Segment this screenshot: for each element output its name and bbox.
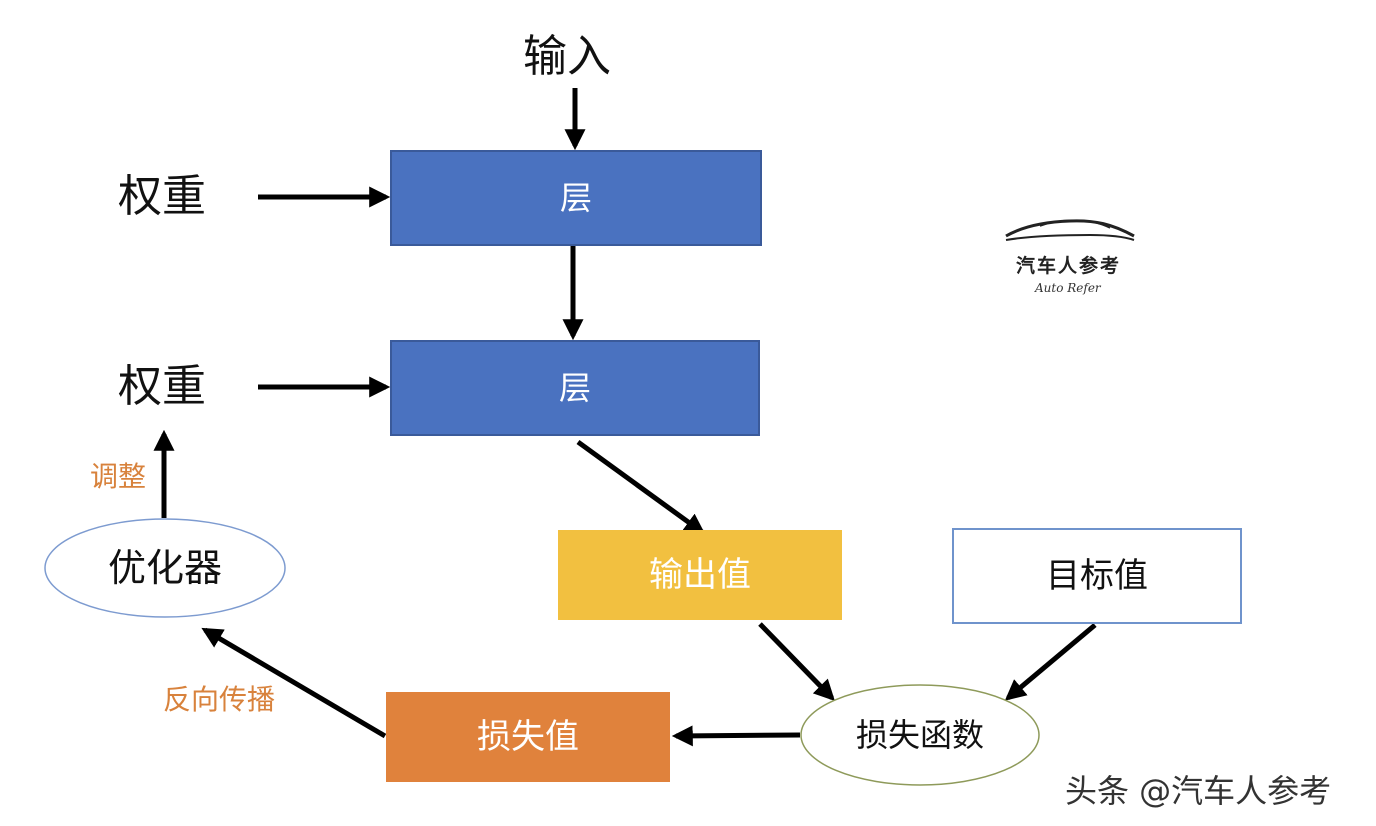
- logo-text-cn: 汽车人参考: [1016, 255, 1122, 277]
- arrow-lossfn-to-lossvalue: [671, 725, 801, 747]
- optimizer-label: 优化器: [107, 546, 222, 590]
- brand-logo: 汽车人参考 Auto Refer: [1000, 214, 1140, 304]
- car-silhouette-icon: [1005, 219, 1135, 241]
- optimizer-node: 优化器: [45, 519, 285, 617]
- adjust-label: 调整: [90, 460, 147, 493]
- target-value-label: 目标值: [1046, 556, 1148, 596]
- watermark-text: 头条 @汽车人参考: [1065, 772, 1332, 810]
- layer-2-node: 层: [390, 340, 760, 436]
- output-value-node: 输出值: [558, 530, 842, 620]
- loss-value-node: 损失值: [386, 692, 670, 782]
- loss-value-label: 损失值: [477, 717, 579, 757]
- input-label: 输入: [523, 31, 611, 82]
- weight-label-1: 权重: [118, 171, 206, 222]
- arrow-output-to-lossfn: [758, 622, 835, 702]
- backprop-label: 反向传播: [163, 683, 276, 716]
- layer-1-node: 层: [390, 150, 762, 246]
- loss-function-node-shape: [800, 684, 1040, 786]
- arrow-lossvalue-to-optimizer: [201, 627, 387, 739]
- optimizer-node-shape: [44, 518, 286, 618]
- layer-2-label: 层: [558, 369, 591, 407]
- loss-function-label: 损失函数: [855, 716, 984, 754]
- weight-label-2: 权重: [118, 361, 206, 412]
- arrow-target-to-lossfn: [1004, 623, 1097, 701]
- target-value-node: 目标值: [952, 528, 1242, 624]
- output-value-label: 输出值: [649, 555, 751, 595]
- logo-text-en: Auto Refer: [1035, 281, 1101, 295]
- arrow-layer2-to-output: [576, 439, 706, 535]
- layer-1-label: 层: [559, 179, 592, 217]
- loss-function-node: 损失函数: [801, 685, 1039, 785]
